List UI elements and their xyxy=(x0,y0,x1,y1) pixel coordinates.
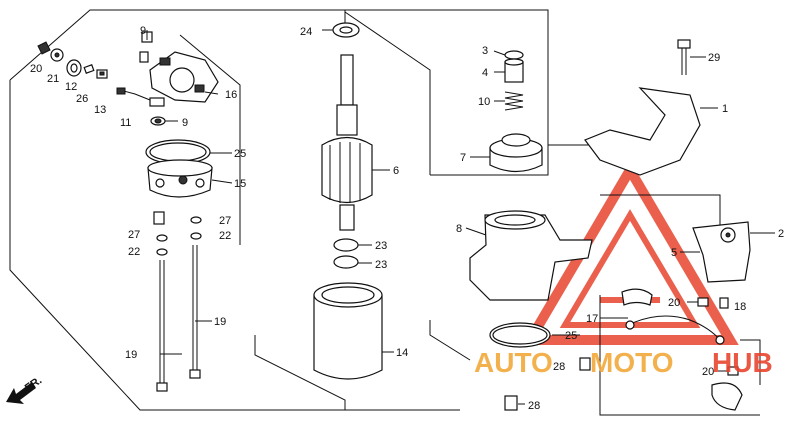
callout-16: 16 xyxy=(225,89,237,101)
callout-23: 23 xyxy=(375,259,387,271)
callout-14: 14 xyxy=(396,347,408,359)
callout-20: 20 xyxy=(30,63,42,75)
callout-18: 18 xyxy=(734,301,746,313)
callout-25: 25 xyxy=(565,330,577,342)
callout-4: 4 xyxy=(482,67,488,79)
motor-yoke xyxy=(313,282,383,380)
solenoid xyxy=(692,221,751,283)
watermark-word-3: HUB xyxy=(712,347,773,378)
brush-holder-plate xyxy=(116,31,219,126)
armature xyxy=(321,22,373,269)
leader-lines xyxy=(146,29,775,405)
callout-24: 24 xyxy=(300,26,312,38)
callout-8: 8 xyxy=(456,223,462,235)
callout-9: 9 xyxy=(140,25,146,37)
rear-cover xyxy=(145,139,213,198)
watermark-word-2: MOTO xyxy=(590,347,673,378)
callout-11: 11 xyxy=(120,117,131,129)
callout-10: 10 xyxy=(478,96,490,108)
watermark-word-1: AUTO xyxy=(474,347,553,378)
direction-arrow-icon xyxy=(6,382,36,404)
callout-1: 1 xyxy=(722,103,728,115)
callout-2: 2 xyxy=(778,228,784,240)
callout-19: 19 xyxy=(214,316,226,328)
cables xyxy=(489,288,743,411)
callout-22: 22 xyxy=(219,230,231,242)
cover-and-bolt xyxy=(584,39,701,176)
group-outlines xyxy=(9,9,761,416)
callout-20: 20 xyxy=(668,297,680,309)
callout-23: 23 xyxy=(375,240,387,252)
brush-parts xyxy=(37,41,108,79)
callout-27: 27 xyxy=(128,229,140,241)
callout-17: 17 xyxy=(586,313,598,325)
callout-28: 28 xyxy=(553,361,565,373)
callout-6: 6 xyxy=(393,165,399,177)
callout-29: 29 xyxy=(708,52,720,64)
callout-5: 5 xyxy=(671,247,677,259)
callout-28: 28 xyxy=(528,400,540,412)
callout-21: 21 xyxy=(47,73,59,85)
callout-labels: 9 20 21 12 26 13 16 11 9 25 15 27 27 22 … xyxy=(30,25,784,412)
callout-13: 13 xyxy=(94,104,106,116)
callout-20: 20 xyxy=(702,366,714,378)
callout-7: 7 xyxy=(460,152,466,164)
callout-22: 22 xyxy=(128,246,140,258)
callout-27: 27 xyxy=(219,215,231,227)
callout-15: 15 xyxy=(234,178,246,190)
callout-12: 12 xyxy=(65,81,77,93)
pinion-parts xyxy=(489,50,543,173)
callout-26: 26 xyxy=(76,93,88,105)
watermark-text: AUTO MOTO HUB xyxy=(474,347,773,378)
through-bolts xyxy=(153,211,202,392)
callout-9: 9 xyxy=(182,117,188,129)
callout-25: 25 xyxy=(234,148,246,160)
callout-3: 3 xyxy=(482,45,488,57)
callout-19: 19 xyxy=(125,349,137,361)
drive-housing xyxy=(469,210,593,301)
